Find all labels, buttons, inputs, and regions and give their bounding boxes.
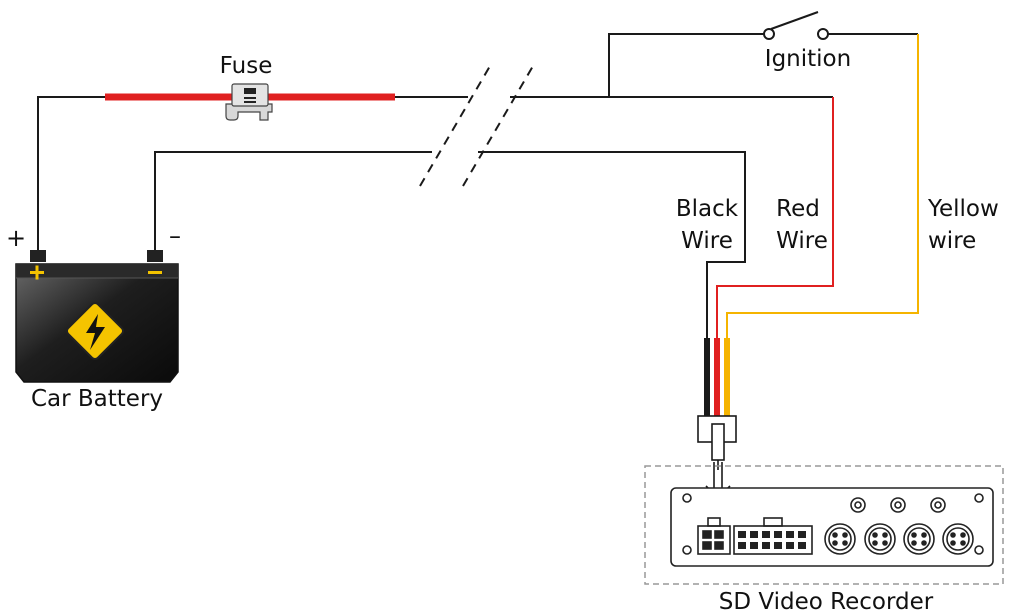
fuse-icon — [225, 83, 273, 121]
battery-plus-sign: + — [6, 224, 26, 252]
lightning-icon — [65, 301, 125, 361]
switch-icon — [763, 11, 829, 40]
yellow-wire-label-line1: Yellow — [927, 196, 999, 222]
recorder-dashed-box — [644, 465, 1004, 585]
recorder-label: SD Video Recorder — [719, 589, 934, 612]
positive-wire — [37, 96, 105, 252]
yellow-wire — [726, 34, 919, 340]
connector-icon — [697, 415, 737, 470]
fuse-label: Fuse — [220, 53, 273, 79]
battery-icon — [15, 250, 179, 383]
black-wire-label-line1: Black — [676, 196, 739, 222]
red-wire-label: Red Wire — [776, 196, 828, 254]
red-wire — [716, 97, 834, 340]
black-wire-label: Black Wire — [676, 196, 739, 254]
yellow-wire-label-line2: wire — [928, 228, 976, 254]
black-wire-label-line2: Wire — [681, 228, 733, 254]
recorder-icon — [670, 487, 994, 567]
wire-bundle — [704, 338, 730, 416]
negative-wire — [154, 151, 432, 252]
wire-break-marks — [419, 65, 534, 187]
red-wire-label-line1: Red — [776, 196, 820, 222]
yellow-wire-label: Yellow wire — [927, 196, 999, 254]
car-battery-label: Car Battery — [31, 386, 163, 412]
red-wire-label-line2: Wire — [776, 228, 828, 254]
ignition-feed-wire — [608, 33, 764, 97]
wires — [37, 33, 919, 340]
negative-wire-after-break — [478, 151, 746, 340]
ignition-label: Ignition — [765, 46, 851, 72]
battery-minus-sign: – — [169, 222, 181, 250]
